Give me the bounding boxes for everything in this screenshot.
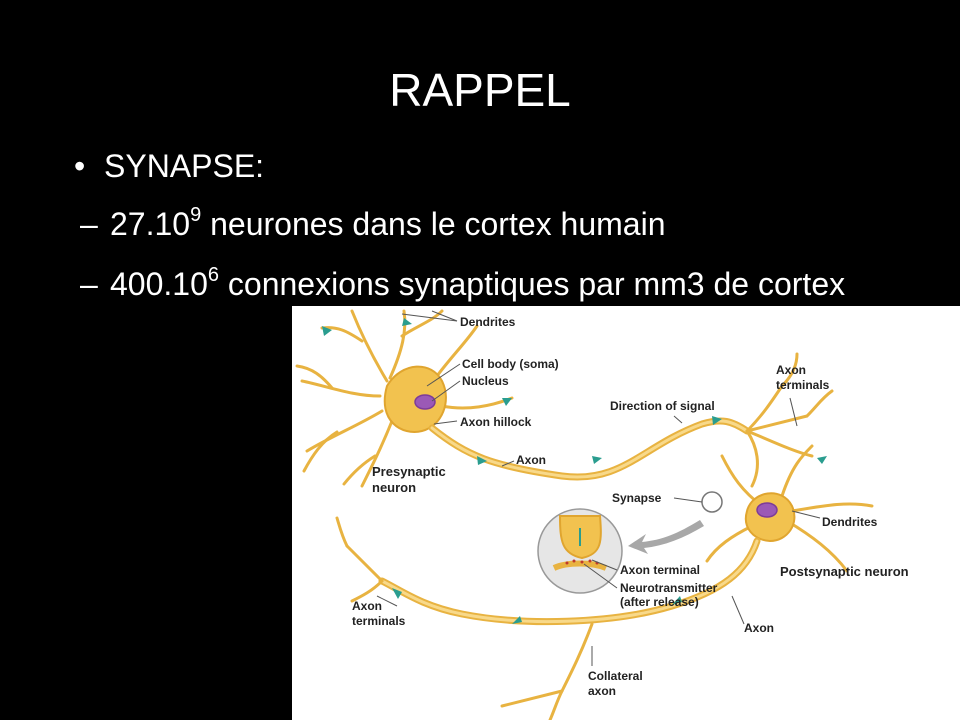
label-presynaptic-2: neuron bbox=[372, 480, 416, 495]
label-axon-terminals-right-1: Axon bbox=[776, 363, 806, 377]
neuron-diagram-svg: Dendrites Cell body (soma) Nucleus Axon … bbox=[295, 309, 909, 720]
label-axon-hillock: Axon hillock bbox=[460, 415, 532, 429]
postsynaptic-nucleus bbox=[756, 502, 778, 518]
label-synapse: Synapse bbox=[612, 491, 662, 505]
label-neurotransmitter-1: Neurotransmitter bbox=[620, 581, 718, 595]
label-axon-bottom: Axon bbox=[744, 621, 774, 635]
label-dendrites-top: Dendrites bbox=[460, 315, 516, 329]
presynaptic-dendrites bbox=[295, 309, 514, 488]
presynaptic-nucleus bbox=[414, 394, 436, 410]
label-neurotransmitter-2: (after release) bbox=[620, 595, 699, 609]
sub-bullet-neurones: – 27.109 neurones dans le cortex humain bbox=[80, 204, 914, 244]
sub1-suffix: neurones dans le cortex humain bbox=[201, 206, 666, 242]
label-axon-terminals-left-1: Axon bbox=[352, 599, 382, 613]
label-cell-body: Cell body (soma) bbox=[462, 357, 559, 371]
label-axon-terminals-left-2: terminals bbox=[352, 614, 406, 628]
bullet-dot-icon: • bbox=[74, 148, 86, 184]
sub1-exponent: 9 bbox=[190, 204, 202, 226]
label-axon-top: Axon bbox=[516, 453, 546, 467]
label-collateral-2: axon bbox=[588, 684, 616, 698]
presynaptic-axon-terminals bbox=[745, 352, 834, 488]
label-presynaptic-1: Presynaptic bbox=[372, 464, 446, 479]
dash-icon: – bbox=[80, 266, 98, 302]
bullet-synapse: • SYNAPSE: bbox=[74, 146, 914, 186]
bullet-list: • SYNAPSE: – 27.109 neurones dans le cor… bbox=[74, 146, 914, 304]
presynaptic-axon bbox=[428, 417, 751, 481]
neuron-diagram: Dendrites Cell body (soma) Nucleus Axon … bbox=[292, 306, 960, 720]
synapse-zoom-arrow bbox=[628, 520, 704, 554]
leader-lines bbox=[376, 310, 821, 666]
label-axon-terminal: Axon terminal bbox=[620, 563, 700, 577]
label-collateral-1: Collateral bbox=[588, 669, 643, 683]
dash-icon: – bbox=[80, 206, 98, 242]
label-postsynaptic: Postsynaptic neuron bbox=[780, 564, 909, 579]
slide-title: RAPPEL bbox=[389, 64, 571, 116]
label-dendrites-right: Dendrites bbox=[822, 515, 878, 529]
sub2-prefix: 400.10 bbox=[110, 266, 208, 302]
bullet-text: SYNAPSE: bbox=[104, 148, 265, 184]
label-direction: Direction of signal bbox=[610, 399, 715, 413]
sub-bullet-connexions: – 400.106 connexions synaptiques par mm3… bbox=[80, 264, 914, 304]
signal-arrows bbox=[322, 318, 827, 624]
label-axon-terminals-right-2: terminals bbox=[776, 378, 830, 392]
neurotransmitter-dots bbox=[565, 559, 599, 565]
sub1-prefix: 27.10 bbox=[110, 206, 191, 242]
sub2-exponent: 6 bbox=[207, 264, 219, 286]
label-nucleus: Nucleus bbox=[462, 374, 509, 388]
sub2-suffix: connexions synaptiques par mm3 de cortex bbox=[219, 266, 846, 302]
